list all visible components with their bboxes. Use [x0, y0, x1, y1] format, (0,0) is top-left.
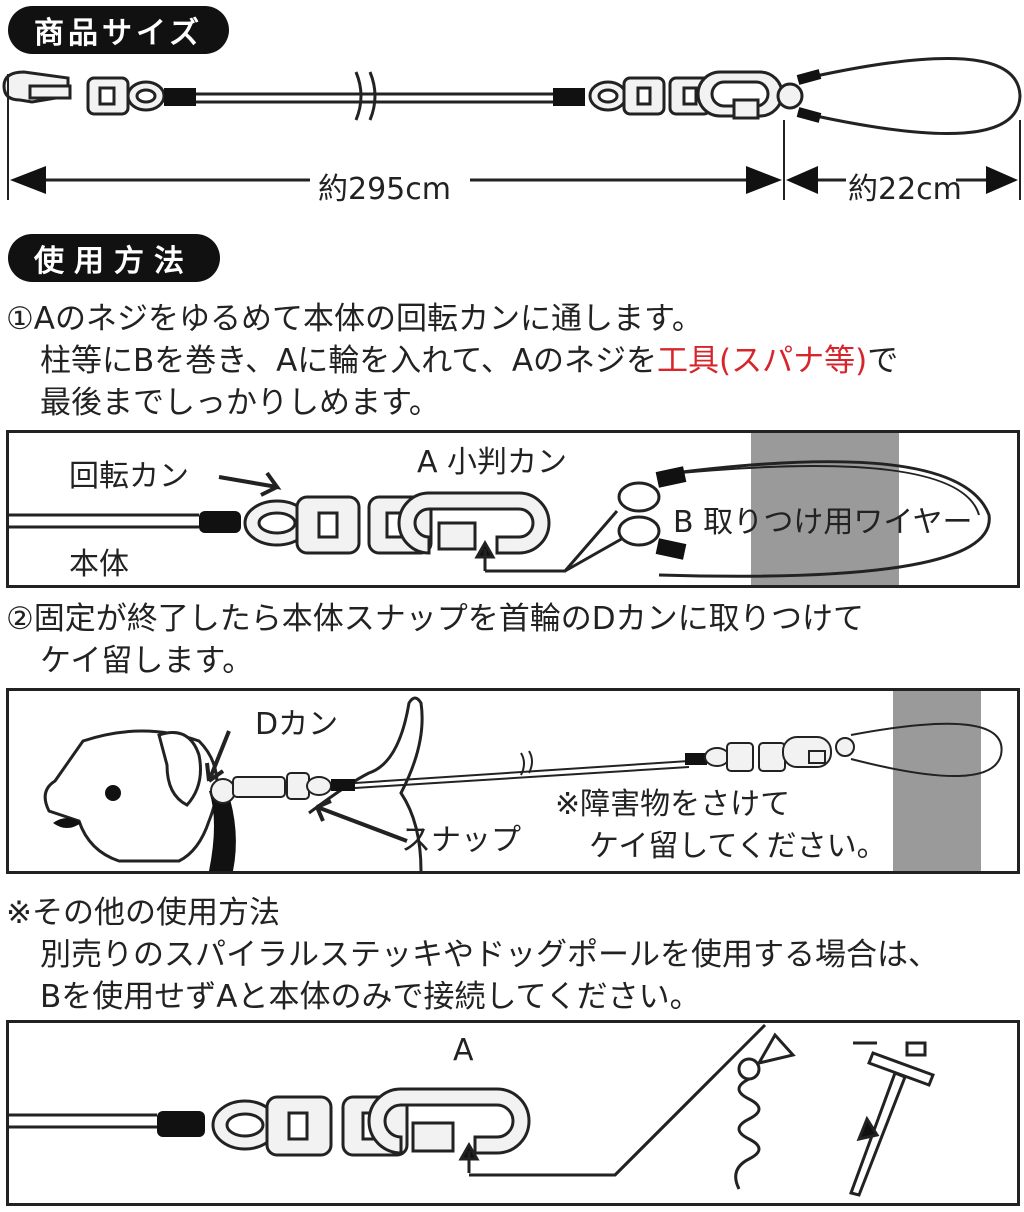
pole-icon — [751, 433, 899, 585]
loop-length-label: 約22cm — [848, 172, 962, 207]
step1-line1: ①Aのネジをゆるめて本体の回転カンに通します。 — [6, 301, 703, 337]
oval-link-icon — [397, 491, 551, 555]
arrow-left-icon — [315, 799, 408, 843]
body-label: 本体 — [69, 547, 129, 582]
snap-label: スナップ — [401, 823, 521, 858]
wire-loop-icon — [797, 56, 1022, 136]
spiral-stake-icon — [734, 1032, 796, 1190]
d-ring-icon — [210, 778, 236, 804]
arrow-right-icon — [746, 166, 782, 194]
main-length-label: 約295cm — [318, 172, 451, 207]
step1-line2: 柱等にBを巻き、Aに輪を入れて、Aのネジを工具(スパナ等)で — [40, 342, 898, 380]
wire-loop-icon — [658, 460, 991, 578]
other-line3: Bを使用せずAと本体のみで接続してください。 — [40, 979, 701, 1015]
panel-step2: Dカン スナップ ※障害物をさけて ケイ留してください。 — [6, 688, 1020, 874]
other-line2: 別売りのスパイラルステッキやドッグポールを使用する場合は、 — [40, 937, 939, 973]
arrow-left-icon — [10, 166, 46, 194]
note-line2: ケイ留してください。 — [589, 829, 887, 864]
step2-line2: ケイ留します。 — [40, 643, 254, 679]
dog-pole-icon — [849, 1041, 935, 1197]
step1-line3: 最後までしっかりしめます。 — [40, 385, 440, 421]
size-section-title: 商品サイズ — [8, 6, 230, 54]
panel-step1: 回転カン A 小判カン 本体 B 取りつけ用ワイヤー — [6, 430, 1020, 588]
tool-highlight: 工具(スパナ等) — [657, 343, 868, 379]
arrow-right-icon — [205, 730, 231, 783]
size-diagram — [2, 56, 1022, 200]
step2-line1: ②固定が終了したら本体スナップを首輪のDカンに取りつけて — [6, 601, 864, 637]
panel-other: A — [6, 1020, 1020, 1206]
usage-section-title: 使用方法 — [8, 234, 220, 282]
step1-line2-text: 柱等にBを巻き、Aに輪を入れて、Aのネジを — [40, 343, 658, 379]
pole-icon — [893, 691, 981, 871]
other-line1: ※その他の使用方法 — [6, 895, 280, 931]
cable-sleeve-icon — [164, 88, 196, 106]
a-label: A 小判カン — [417, 445, 568, 480]
arrow-right-icon — [218, 471, 282, 497]
step1-line2-end: で — [867, 343, 899, 379]
a-label-panel3: A — [453, 1033, 474, 1068]
dog-icon — [43, 696, 424, 871]
oval-link-icon — [367, 1087, 531, 1155]
d-ring-label: Dカン — [255, 707, 339, 742]
swivel-label: 回転カン — [69, 459, 189, 494]
cable-sleeve-icon-2 — [553, 88, 585, 106]
b-label: B 取りつけ用ワイヤー — [673, 505, 973, 540]
note-line1: ※障害物をさけて — [555, 787, 791, 822]
